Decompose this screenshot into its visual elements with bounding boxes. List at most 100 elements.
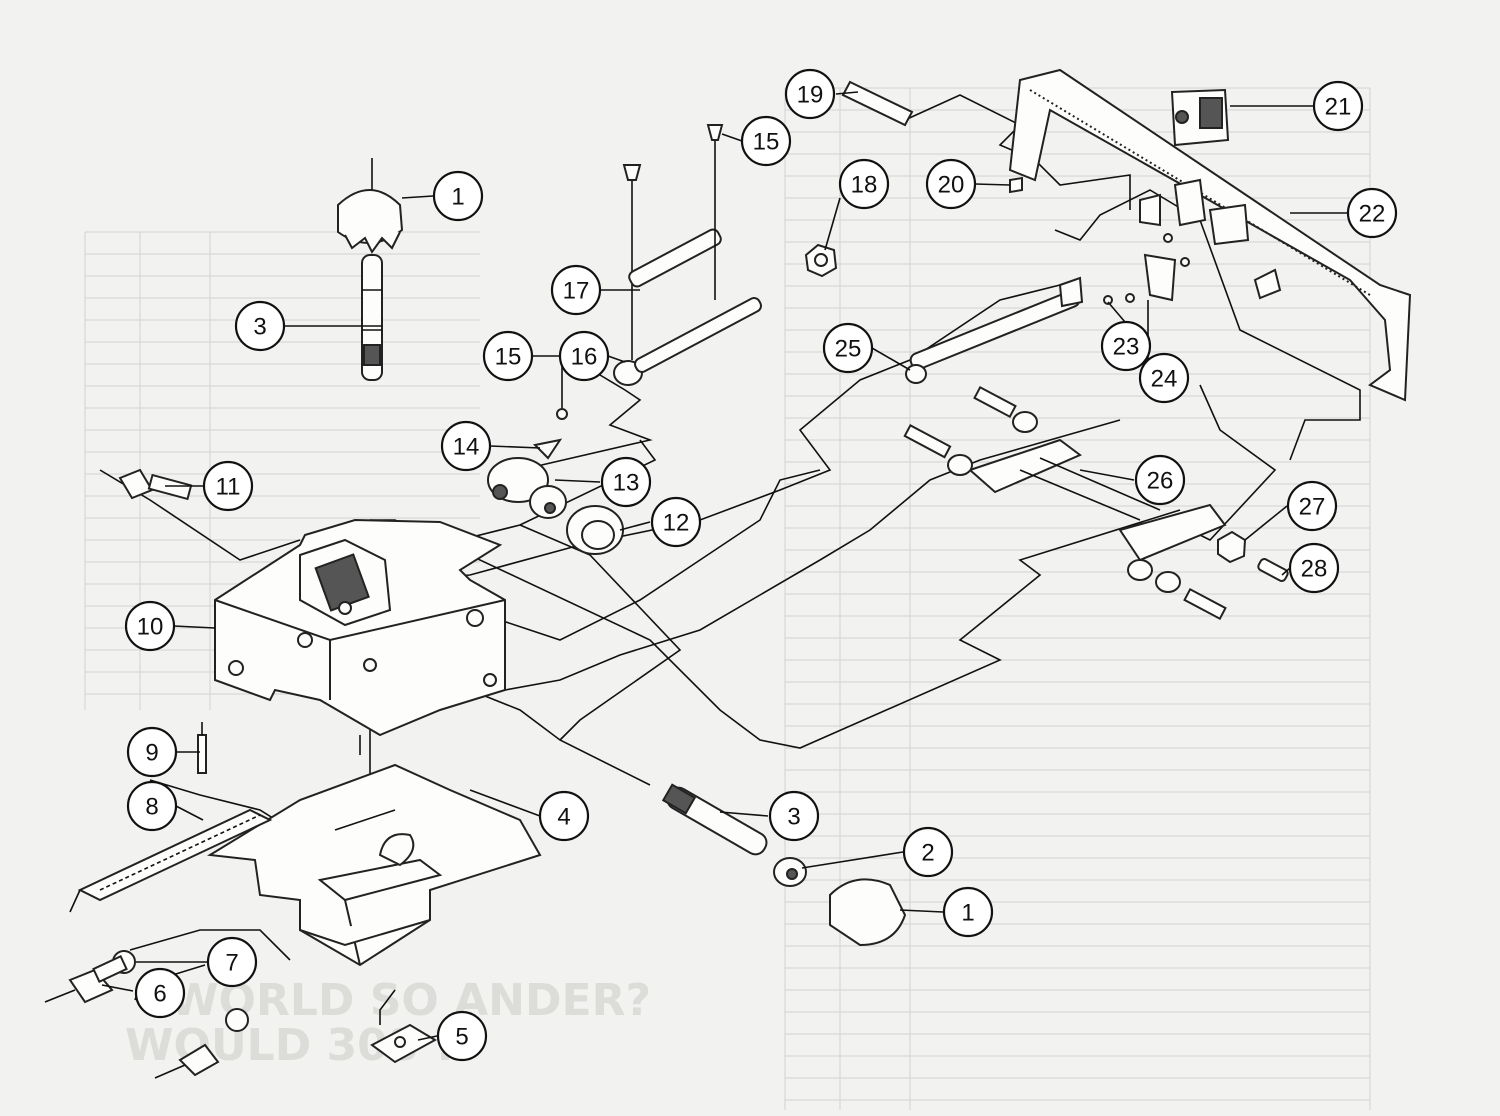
callout-circle: [1312, 80, 1364, 132]
gib-rail-part: [69, 808, 273, 913]
callout-circle: [550, 264, 602, 316]
callout-number: 22: [1359, 201, 1386, 228]
clip-14-part: [532, 408, 568, 460]
callout-number: 15: [753, 129, 780, 156]
handle-bar-part: [613, 124, 762, 386]
callout-circle: [1288, 542, 1340, 594]
callout-circle: [784, 68, 836, 120]
callout-number: 19: [797, 82, 824, 109]
square-nut-part: [370, 1023, 438, 1064]
callout-number: 12: [663, 510, 690, 537]
shaft-bottom-part: [661, 783, 907, 947]
callout-28: 28: [1288, 542, 1340, 594]
callout-10: 10: [124, 600, 176, 652]
callout-number: 8: [145, 794, 158, 821]
callout-circle: [126, 726, 178, 778]
shaft-top-part: [361, 254, 383, 381]
knob-top-part: [337, 158, 404, 254]
callout-26: 26: [1134, 454, 1186, 506]
pin-9-part: [197, 722, 207, 774]
callout-circle: [925, 158, 977, 210]
callout-number: 7: [225, 950, 238, 977]
callout-15-right: 15: [740, 115, 792, 167]
callout-23: 23: [1100, 320, 1152, 372]
callout-circle: [134, 967, 186, 1019]
bracket-group-part: [1009, 176, 1250, 308]
callout-number: 20: [938, 172, 965, 199]
base-slide-part: [206, 763, 542, 967]
callout-1-top: 1: [432, 170, 484, 222]
callout-circle: [822, 322, 874, 374]
callout-19: 19: [784, 68, 836, 120]
callout-15-left: 15: [482, 330, 534, 382]
callout-24: 24: [1138, 352, 1190, 404]
threaded-rod-25-part: [905, 289, 1081, 384]
callout-12: 12: [650, 496, 702, 548]
callout-circle: [126, 780, 178, 832]
callout-25: 25: [822, 322, 874, 374]
callout-6: 6: [134, 967, 186, 1019]
screw-11-part: [118, 468, 193, 501]
callout-20: 20: [925, 158, 977, 210]
callout-number: 1: [451, 184, 464, 211]
callout-circle: [1138, 352, 1190, 404]
callout-circle: [206, 936, 258, 988]
callout-11: 11: [202, 460, 254, 512]
callout-number: 4: [557, 804, 570, 831]
callout-leaders: [101, 91, 1348, 1041]
callout-circle: [436, 1010, 488, 1062]
callout-circle: [650, 496, 702, 548]
callout-number: 21: [1325, 94, 1352, 121]
pulley-assembly-part: [487, 457, 624, 555]
callout-number: 5: [455, 1024, 468, 1051]
callout-4: 4: [538, 790, 590, 842]
clamp-block-26-part: [903, 385, 1227, 621]
callout-number: 25: [835, 336, 862, 363]
callout-2: 2: [902, 826, 954, 878]
watermark-line-1: WORLD SO ANDER?: [170, 975, 651, 1026]
callout-21: 21: [1312, 80, 1364, 132]
callout-number: 9: [145, 740, 158, 767]
callout-1-bottom: 1: [942, 886, 994, 938]
callout-17: 17: [550, 264, 602, 316]
callout-number: 24: [1151, 366, 1178, 393]
callout-22: 22: [1346, 187, 1398, 239]
callout-circle: [1286, 480, 1338, 532]
bracket-body-part: [214, 518, 506, 737]
callout-number: 23: [1113, 334, 1140, 361]
callout-number: 2: [921, 840, 934, 867]
callout-circle: [1134, 454, 1186, 506]
callout-18: 18: [838, 158, 890, 210]
callout-9: 9: [126, 726, 178, 778]
callout-5: 5: [436, 1010, 488, 1062]
callout-circle: [942, 886, 994, 938]
callout-number: 18: [851, 172, 878, 199]
callout-7: 7: [206, 936, 258, 988]
callout-3-bottom: 3: [768, 790, 820, 842]
callout-circle: [440, 420, 492, 472]
callout-number: 28: [1301, 556, 1328, 583]
callout-number: 3: [253, 314, 266, 341]
callout-14: 14: [440, 420, 492, 472]
callout-number: 27: [1299, 494, 1326, 521]
callout-8: 8: [126, 780, 178, 832]
callout-number: 14: [453, 434, 480, 461]
callout-number: 10: [137, 614, 164, 641]
callout-3-top: 3: [234, 300, 286, 352]
callout-circle: [902, 826, 954, 878]
guard-panel-part: [1008, 68, 1412, 402]
callout-circle: [558, 330, 610, 382]
nut-screw-27-28-part: [1217, 530, 1289, 582]
callout-circle: [432, 170, 484, 222]
callout-circle: [600, 456, 652, 508]
rod-19-part: [841, 80, 914, 127]
callout-circle: [538, 790, 590, 842]
callout-circle: [838, 158, 890, 210]
switch-21-part: [1170, 88, 1230, 147]
callout-number: 3: [787, 804, 800, 831]
callout-number: 16: [571, 344, 598, 371]
callout-number: 26: [1147, 468, 1174, 495]
callout-circle: [740, 115, 792, 167]
